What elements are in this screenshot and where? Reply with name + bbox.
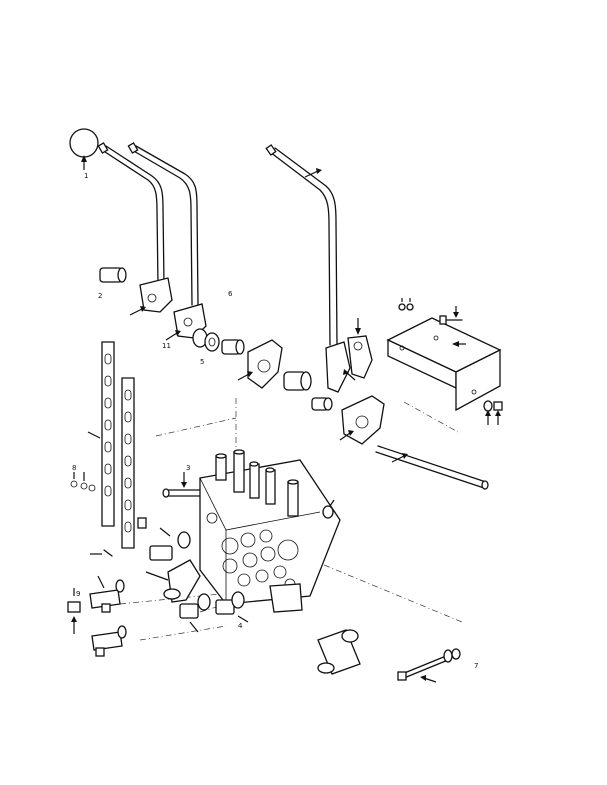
callout-label: 2 [98,292,102,300]
control-lever-middle [127,142,199,306]
callout-labels: 1 3 4 5 6 8 9 11 7 2 [72,172,478,670]
side-plate-inner [121,377,135,549]
centerline-3 [311,559,463,623]
mounting-bracket [386,317,502,412]
callout-label: 5 [200,358,204,366]
centerline-2 [155,417,237,437]
tee-fitting-lower [91,625,127,657]
lever-link [347,318,373,379]
valve-side-plug [322,499,335,519]
control-lever-right [265,144,338,346]
control-lever-left [97,142,165,286]
mounting-bolt-long [397,648,461,683]
side-plate-outer [87,341,115,527]
callout-label: 4 [238,622,243,630]
callout-label: 7 [474,662,478,670]
straight-fitting-upper [149,527,191,561]
washer-set [192,328,245,355]
large-adapter [317,629,361,675]
callout-label: 8 [72,464,76,472]
bracket-bolt-bottom [483,400,503,425]
adapter-fitting-b [215,591,249,623]
tee-fitting-upper [89,575,125,613]
control-valve-body [199,459,341,613]
callout-label: 6 [228,290,233,298]
control-knob [69,128,99,170]
bracket-bolt-top [439,306,463,325]
pivot-rod [375,445,489,490]
callout-label: 11 [162,342,171,350]
centerline-7 [403,401,459,433]
lever-bracket-left [129,277,173,316]
small-pin [90,517,147,557]
elbow-fitting [145,559,201,603]
valve-spools [215,449,299,517]
bracket-nut-set [398,298,414,311]
spacer-bushing-middle [283,371,312,391]
cam-plate-upper [237,339,283,389]
callout-label: 9 [76,590,80,598]
lever-bracket-right [325,341,356,393]
stud-bolt [162,472,201,498]
cap-fitting [67,588,81,634]
lock-washer-set [70,472,96,492]
cam-plate-lower [339,395,385,445]
centerline-6 [139,625,227,641]
adapter-fitting-a [179,593,211,633]
callout-label: 1 [84,172,88,180]
spacer-bushing [99,267,127,283]
callout-label: 3 [186,464,190,472]
small-bushing [311,397,333,411]
